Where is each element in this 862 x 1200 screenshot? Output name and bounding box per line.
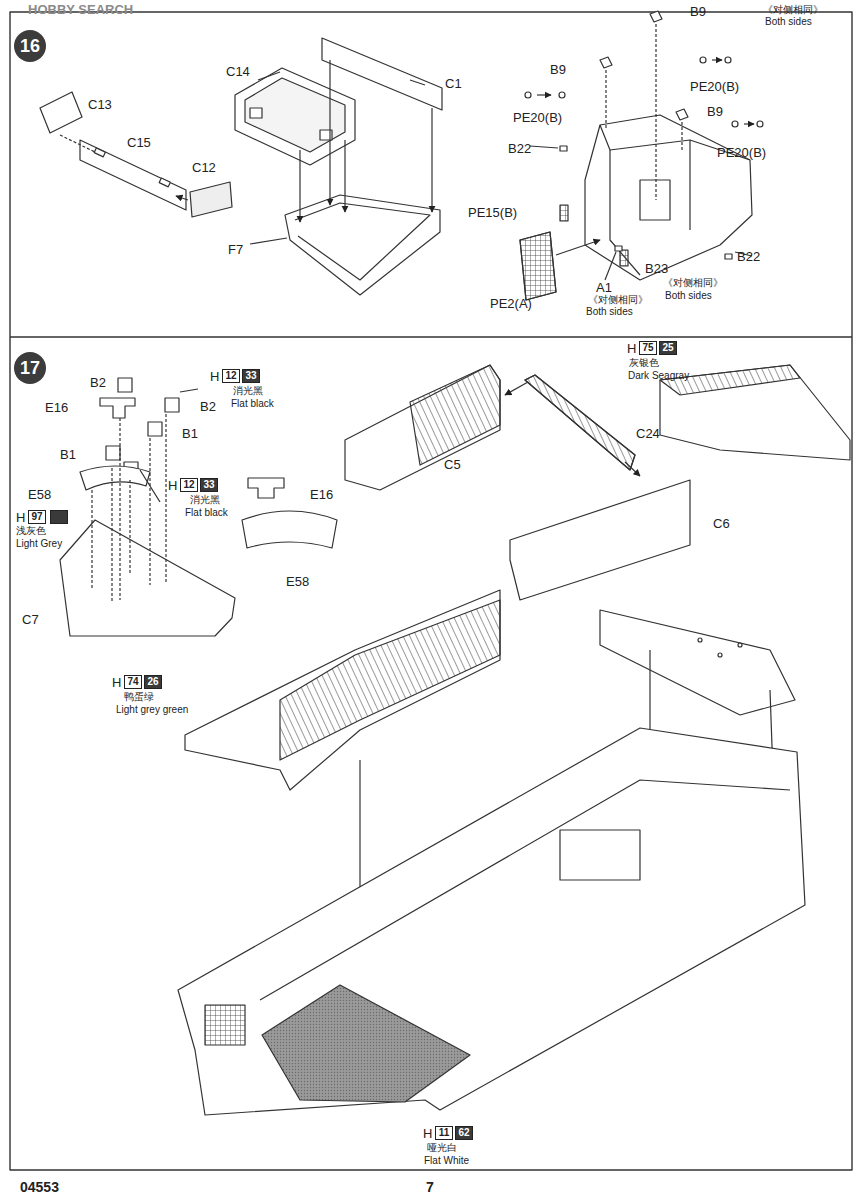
part-label: Light Grey xyxy=(16,538,62,550)
part-label: Flat White xyxy=(424,1155,469,1167)
part-label: B1 xyxy=(60,447,76,462)
part-label: Both sides xyxy=(586,306,633,318)
part-label: H xyxy=(423,1126,432,1141)
paint-swatch xyxy=(50,510,68,524)
paint-code: 75 xyxy=(639,341,657,355)
part-label: 哑光白 xyxy=(427,1142,457,1154)
part-label: H xyxy=(168,478,177,493)
paint-code: 33 xyxy=(242,369,260,383)
part-label: 《对侧相同》 xyxy=(663,277,723,289)
paint-code: 12 xyxy=(180,478,198,492)
part-label: B22 xyxy=(737,249,760,264)
part-label: 《对侧相同》 xyxy=(588,294,648,306)
part-label: C12 xyxy=(192,160,216,175)
part-label: C14 xyxy=(226,64,250,79)
part-label: C1 xyxy=(445,76,462,91)
page-number: 04553 xyxy=(20,1180,59,1195)
part-label: H xyxy=(16,510,25,525)
part-label: H xyxy=(210,369,219,384)
part-label: 《对侧相同》 xyxy=(763,4,823,16)
part-label: 灰银色 xyxy=(629,357,659,369)
part-label: B9 xyxy=(707,104,723,119)
step-number: 17 xyxy=(14,352,46,384)
part-label: C7 xyxy=(22,612,39,627)
part-label: B2 xyxy=(200,399,216,414)
part-label: 浅灰色 xyxy=(16,525,46,537)
part-label: PE2(A) xyxy=(490,296,532,311)
part-label: 消光黑 xyxy=(190,494,220,506)
part-label: H xyxy=(112,675,121,690)
paint-code: 11 xyxy=(435,1126,453,1140)
part-label: C5 xyxy=(444,457,461,472)
part-label: PE20(B) xyxy=(717,145,766,160)
part-label: B9 xyxy=(550,62,566,77)
part-label: 消光黑 xyxy=(233,385,263,397)
part-label: B1 xyxy=(182,426,198,441)
step-number-text: 17 xyxy=(20,358,40,378)
watermark: HOBBY SEARCH xyxy=(28,2,133,17)
part-label: B2 xyxy=(90,375,106,390)
part-label: B23 xyxy=(645,261,668,276)
part-label: E16 xyxy=(310,487,333,502)
part-label: Flat black xyxy=(231,398,274,410)
paint-code: 74 xyxy=(124,675,142,689)
part-label: A1 xyxy=(596,280,612,295)
part-label: 鸭蛋绿 xyxy=(124,691,154,703)
part-label: C13 xyxy=(88,97,112,112)
step-number: 16 xyxy=(14,30,46,62)
paint-code: 62 xyxy=(455,1126,473,1140)
part-label: F7 xyxy=(228,242,243,257)
paint-code: 33 xyxy=(200,478,218,492)
paint-code: 97 xyxy=(28,510,46,524)
part-label: PE20(B) xyxy=(513,110,562,125)
part-label: B22 xyxy=(508,141,531,156)
page-number: 7 xyxy=(426,1180,434,1195)
part-label: PE20(B) xyxy=(690,79,739,94)
part-label: Dark Seagray xyxy=(628,370,689,382)
step-number-text: 16 xyxy=(20,36,40,56)
part-label: Both sides xyxy=(665,290,712,302)
part-label: C24 xyxy=(636,426,660,441)
part-label: E58 xyxy=(286,574,309,589)
part-label: H xyxy=(627,341,636,356)
part-label: Both sides xyxy=(765,16,812,28)
part-label: Flat black xyxy=(185,507,228,519)
part-label: Light grey green xyxy=(116,704,188,716)
part-label: C6 xyxy=(713,516,730,531)
paint-code: 26 xyxy=(144,675,162,689)
part-label: E16 xyxy=(45,400,68,415)
part-label: E58 xyxy=(28,487,51,502)
paint-code: 12 xyxy=(222,369,240,383)
paint-code: 25 xyxy=(659,341,677,355)
part-label: B9 xyxy=(690,4,706,19)
part-label: PE15(B) xyxy=(468,205,517,220)
part-label: C15 xyxy=(127,135,151,150)
